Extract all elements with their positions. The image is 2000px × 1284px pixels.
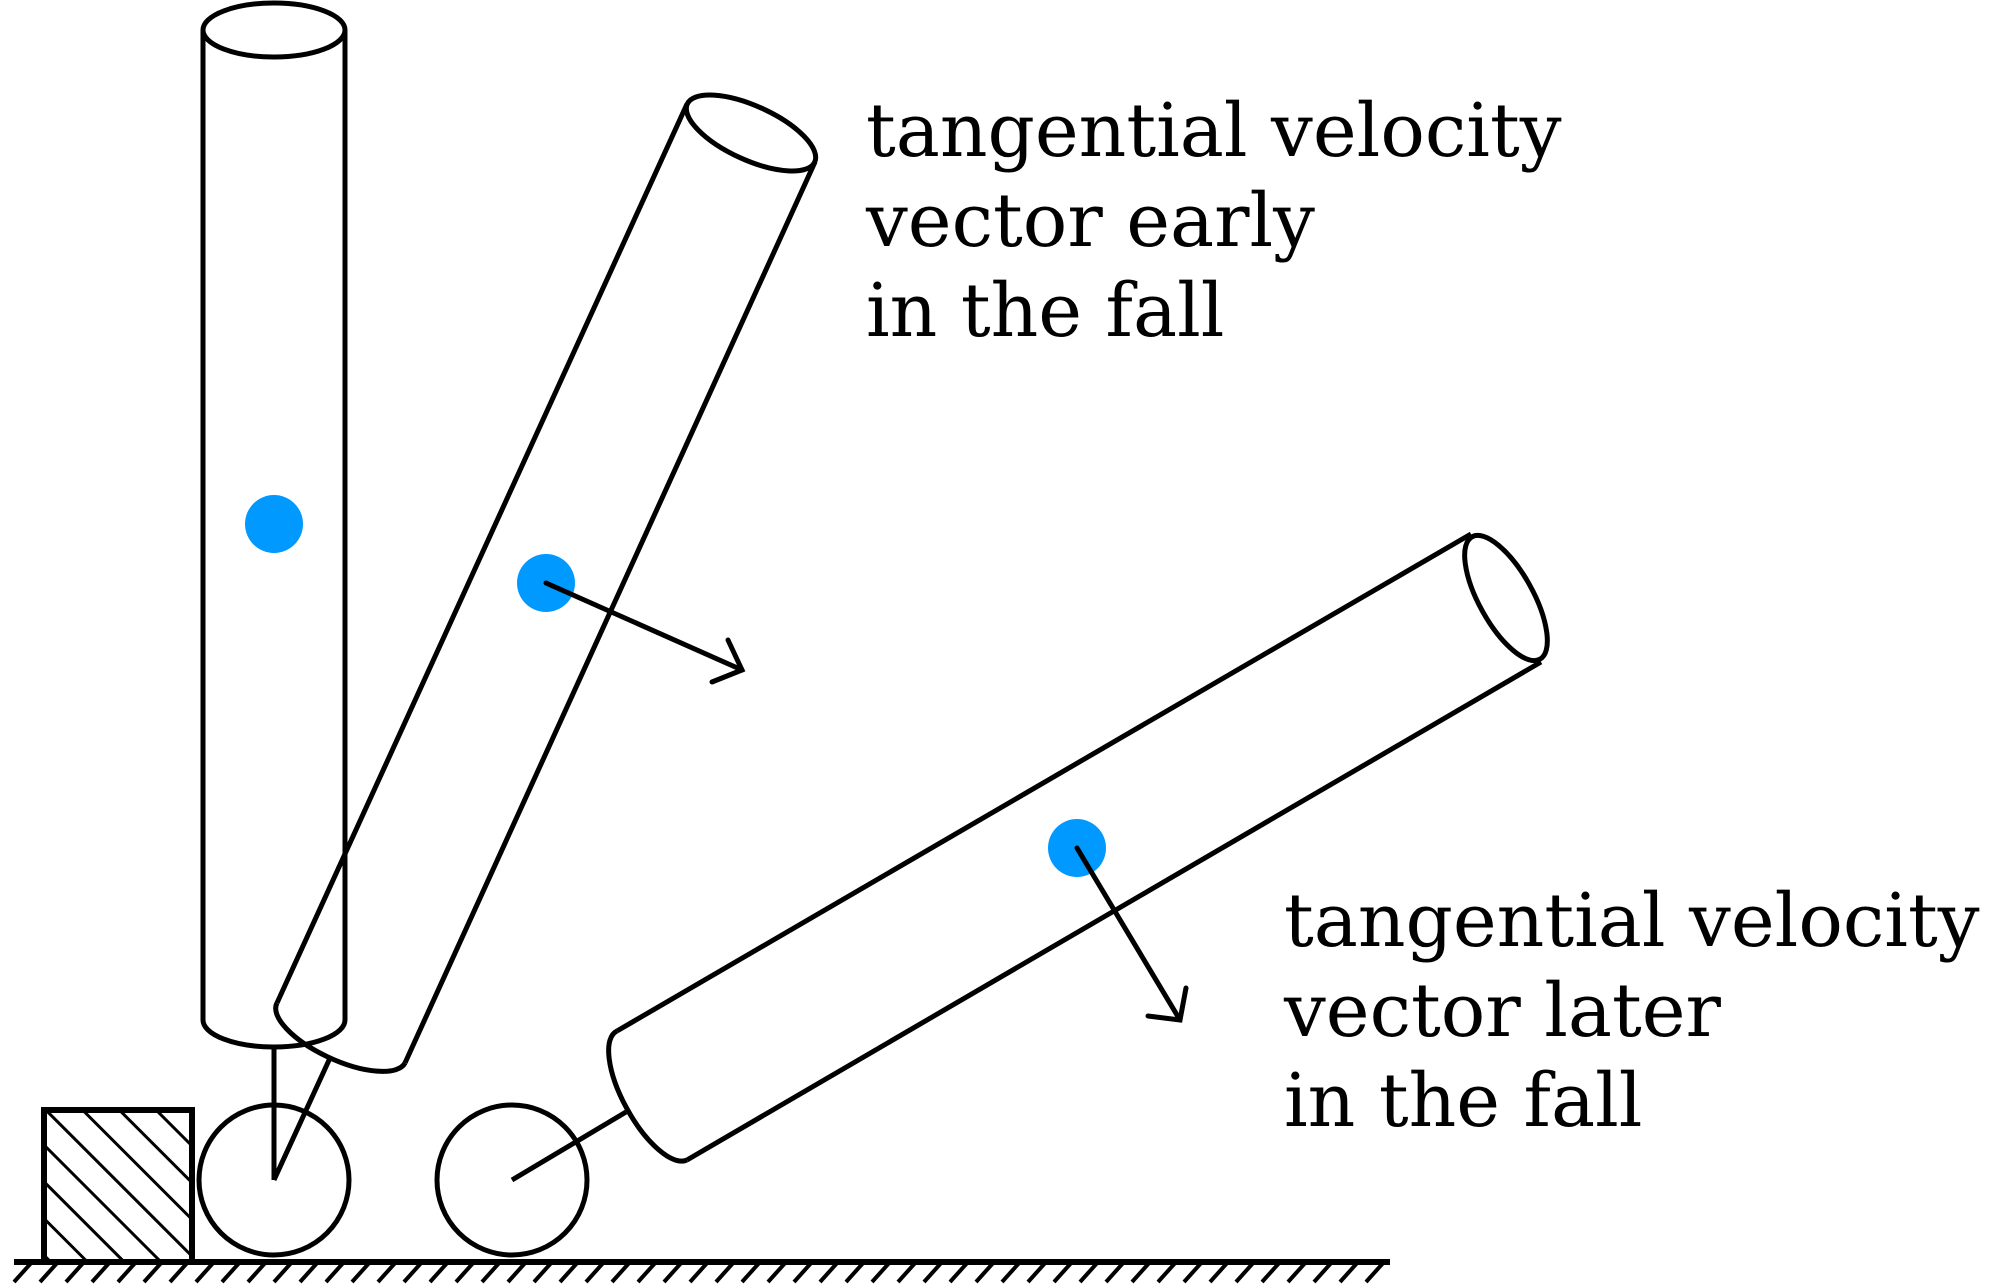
ground-hatch-tick xyxy=(298,1262,320,1284)
ground-hatch-tick xyxy=(506,1262,528,1284)
velocity-arrow-later xyxy=(1074,845,1189,1023)
ground-hatch-tick xyxy=(246,1262,268,1284)
ground-hatch-tick xyxy=(792,1262,814,1284)
ground-hatch-tick xyxy=(1156,1262,1178,1284)
ground-hatch-tick xyxy=(64,1262,86,1284)
hatched-block xyxy=(41,1107,195,1265)
center-of-mass-upright xyxy=(245,495,303,553)
ground-hatch-tick xyxy=(1130,1262,1152,1284)
ground-hatch-tick xyxy=(1312,1262,1334,1284)
ground-hatch-tick xyxy=(610,1262,632,1284)
ground-hatch-tick xyxy=(480,1262,502,1284)
ground-hatch-tick xyxy=(1104,1262,1126,1284)
ground-hatch-tick xyxy=(740,1262,762,1284)
ground-hatch-tick xyxy=(168,1262,190,1284)
ground-hatch-tick xyxy=(948,1262,970,1284)
ground-hatch-tick xyxy=(1182,1262,1204,1284)
ground-hatch-tick xyxy=(376,1262,398,1284)
ground-hatch-tick xyxy=(12,1262,34,1284)
ground-hatch-tick xyxy=(1078,1262,1100,1284)
ground-hatch-tick xyxy=(90,1262,112,1284)
ground-hatch-tick xyxy=(1000,1262,1022,1284)
ground-hatch-tick xyxy=(38,1262,60,1284)
ground-hatch-tick xyxy=(1052,1262,1074,1284)
ground-hatch-tick xyxy=(662,1262,684,1284)
label-early-line-2: vector early xyxy=(866,178,1315,264)
ground-hatch-tick xyxy=(454,1262,476,1284)
pencil-early xyxy=(271,92,819,1182)
ground-hatch-tick xyxy=(896,1262,918,1284)
ground-hatch-tick xyxy=(1364,1262,1386,1284)
label-velocity-later: tangential velocity vector later in the … xyxy=(1284,876,1980,1146)
ground-hatch-tick xyxy=(974,1262,996,1284)
ground-hatch-tick xyxy=(1234,1262,1256,1284)
ground-hatch-tick xyxy=(532,1262,554,1284)
ground-hatch-tick xyxy=(1260,1262,1282,1284)
ground-hatch-tick xyxy=(870,1262,892,1284)
ground-hatch-tick xyxy=(636,1262,658,1284)
ground-hatch-tick xyxy=(1208,1262,1230,1284)
label-later-line-2: vector later xyxy=(1284,968,1721,1054)
velocity-arrow-early xyxy=(543,580,746,685)
ground-hatch-tick xyxy=(324,1262,346,1284)
ground-hatch-tick xyxy=(844,1262,866,1284)
ground-hatch-tick xyxy=(1286,1262,1308,1284)
ground xyxy=(12,1259,1410,1284)
label-later-line-1: tangential velocity xyxy=(1284,878,1980,964)
ground-hatch-tick xyxy=(428,1262,450,1284)
ground-hatch-tick xyxy=(220,1262,242,1284)
wheel-upright xyxy=(196,1102,352,1258)
pencil-upright xyxy=(200,0,348,1180)
ground-hatch-tick xyxy=(688,1262,710,1284)
ground-hatch-tick xyxy=(350,1262,372,1284)
ground-hatch-tick xyxy=(584,1262,606,1284)
ground-hatch-tick xyxy=(116,1262,138,1284)
ground-hatch-tick xyxy=(272,1262,294,1284)
label-early-line-3: in the fall xyxy=(866,268,1225,354)
ground-hatch-tick xyxy=(142,1262,164,1284)
ground-hatch-tick xyxy=(194,1262,216,1284)
ground-hatch-tick xyxy=(922,1262,944,1284)
label-velocity-early: tangential velocity vector early in the … xyxy=(866,86,1562,356)
ground-hatch-tick xyxy=(818,1262,840,1284)
ground-hatch-tick xyxy=(1392,1262,1410,1282)
label-early-line-1: tangential velocity xyxy=(866,88,1562,174)
ground-hatch-tick xyxy=(1338,1262,1360,1284)
wheel-later xyxy=(434,1102,590,1258)
ground-hatch-tick xyxy=(402,1262,424,1284)
label-later-line-3: in the fall xyxy=(1284,1058,1643,1144)
ground-hatch-tick xyxy=(714,1262,736,1284)
ground-hatch-tick xyxy=(766,1262,788,1284)
ground-hatch-tick xyxy=(558,1262,580,1284)
ground-hatch-tick xyxy=(1026,1262,1048,1284)
